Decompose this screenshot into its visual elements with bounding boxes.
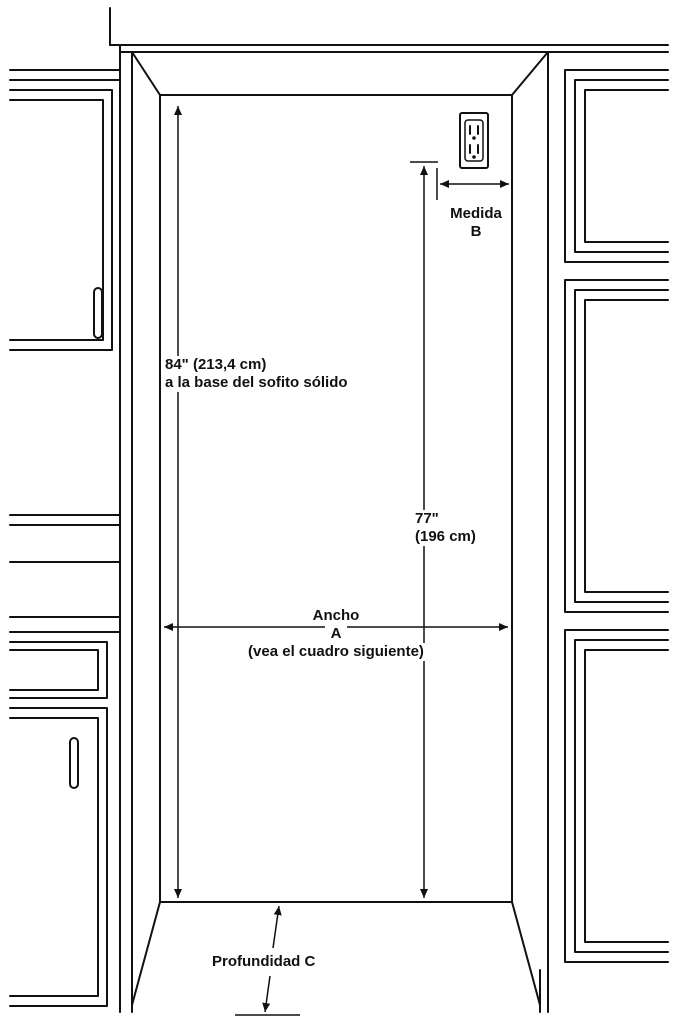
height-84-description: a la base del sofito sólido (165, 374, 348, 391)
width-a-letter: A (324, 625, 348, 643)
right-lower-cabinet (564, 629, 669, 963)
left-side-panel (119, 44, 161, 1013)
height-77-metric: (196 cm) (415, 528, 476, 545)
width-a-title: Ancho (306, 607, 366, 625)
left-lower-door-handle (69, 737, 79, 789)
depth-c-label: Profundidad C (212, 953, 316, 971)
depth-c-text: Profundidad C (212, 953, 316, 970)
width-a-label: Ancho A (vea el cuadro siguiente) (211, 607, 461, 661)
height-77-label: 77" (196 cm) (415, 510, 476, 546)
measure-b-title: Medida (450, 205, 502, 222)
width-a-note: (vea el cuadro siguiente) (244, 643, 428, 661)
measure-b-letter: B (470, 223, 482, 240)
right-upper-cabinet (564, 69, 669, 263)
left-drawer (9, 641, 108, 699)
height-84-label: 84" (213,4 cm) a la base del sofito sóli… (165, 356, 348, 392)
measure-b-label: Medida B (442, 205, 510, 241)
depth-c-arrow-top (272, 905, 282, 949)
electrical-outlet-icon (459, 112, 489, 169)
left-upper-cabinet (9, 69, 121, 351)
right-middle-cabinet (564, 279, 669, 613)
left-lower-cabinet (9, 707, 108, 1007)
left-upper-door-handle (93, 287, 103, 339)
soffit (109, 7, 669, 96)
depth-c-arrow-bottom (262, 975, 271, 1013)
left-mid-shelf (9, 514, 121, 633)
height-77-value: 77" (415, 510, 439, 527)
height-84-value: 84" (213,4 cm) (165, 356, 267, 373)
right-side-panel (511, 51, 549, 1013)
